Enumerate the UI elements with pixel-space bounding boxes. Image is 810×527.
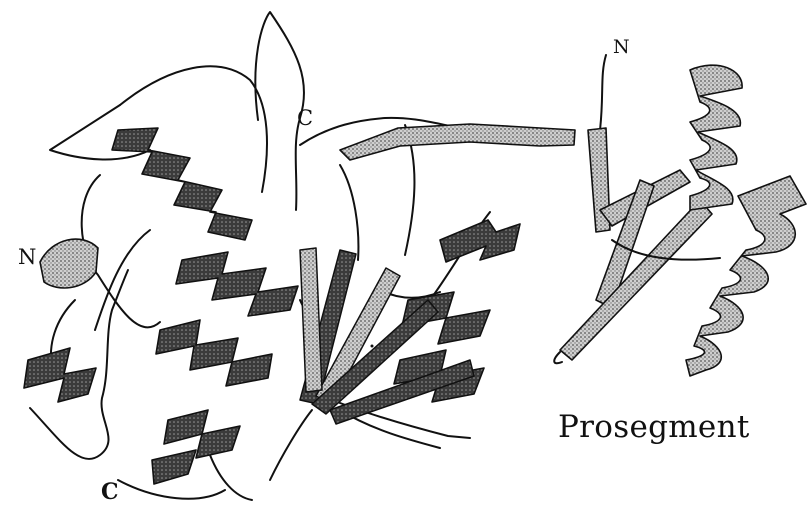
beta-strand xyxy=(300,248,322,392)
helix-left-small xyxy=(40,239,98,288)
helix-center-upper xyxy=(176,252,298,316)
helix-right-top xyxy=(440,220,520,262)
helix-center-lower xyxy=(156,320,272,386)
prosegment-dot xyxy=(371,345,374,348)
n-terminus-label-left: N xyxy=(18,247,36,268)
linker-strand xyxy=(340,124,575,160)
mature-domain xyxy=(30,12,490,500)
prosegment-n-tail xyxy=(600,55,606,130)
coil-loop xyxy=(95,230,150,330)
mature-helices xyxy=(24,128,520,484)
helix-bottom-left-tail xyxy=(152,450,196,484)
prosegment-label: Prosegment xyxy=(558,412,750,443)
n-terminus-label-prosegment: N xyxy=(613,38,630,57)
c-terminus-label-top: C xyxy=(297,108,313,129)
prosegment-domain xyxy=(554,55,806,376)
linker-ribbon xyxy=(340,124,575,160)
helix-top-left xyxy=(112,128,252,240)
coil-loop xyxy=(270,410,312,480)
coil-loop xyxy=(118,480,225,499)
prosegment-helix-upper xyxy=(690,65,742,210)
c-terminus-label-bottom: C xyxy=(101,481,119,503)
coil-loop xyxy=(340,165,358,260)
helix-left-bottom xyxy=(24,348,96,402)
prosegment-coil xyxy=(554,352,562,363)
helix-bottom xyxy=(164,410,240,458)
